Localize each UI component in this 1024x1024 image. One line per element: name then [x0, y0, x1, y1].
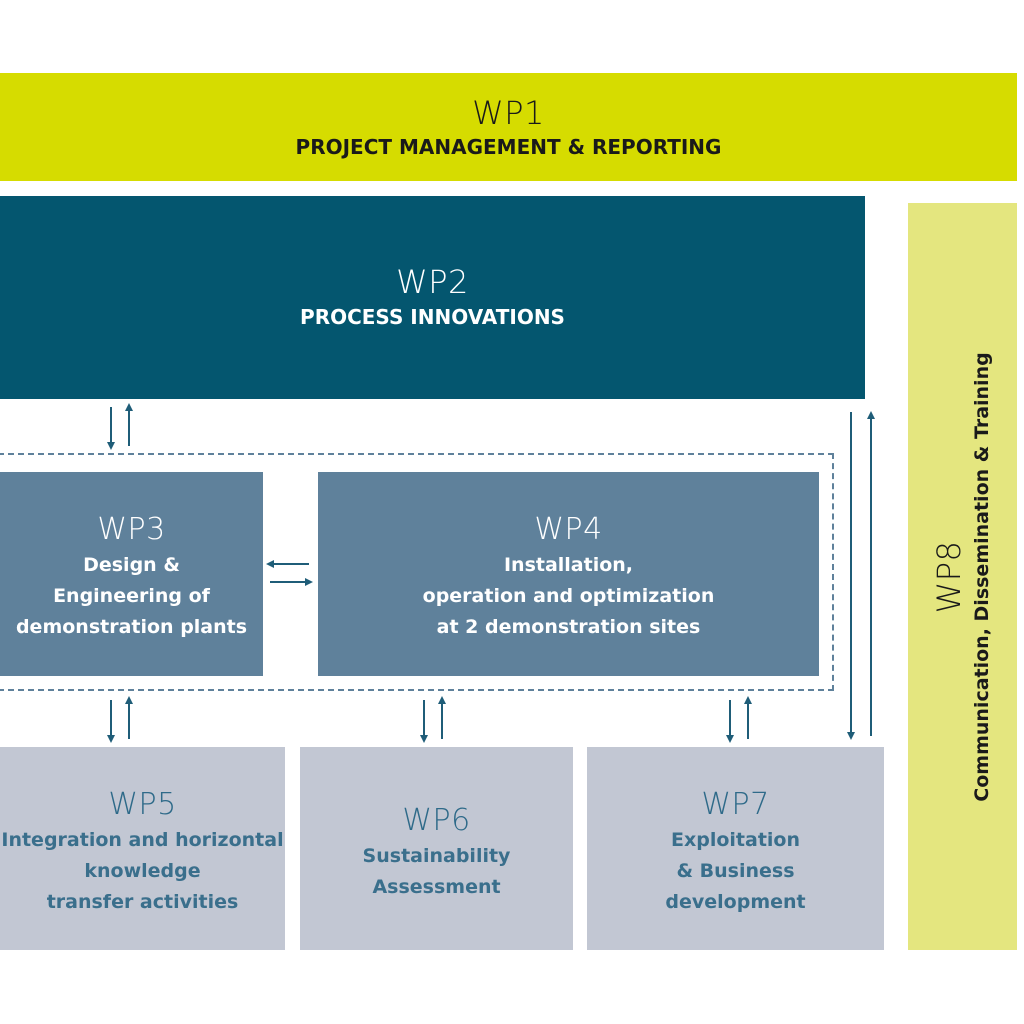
- wp3-line-3: demonstration plants: [15, 616, 248, 638]
- wp2-code: WP2: [396, 263, 469, 301]
- wp6-code: WP6: [402, 803, 471, 838]
- wp7-line-3: development: [665, 891, 806, 913]
- wp4-line-2: operation and optimization: [422, 585, 715, 607]
- wp2-title: PROCESS INNOVATIONS: [300, 305, 565, 329]
- wp3-box: WP3 Design & Engineering of demonstratio…: [0, 472, 263, 676]
- wp5-line-3: transfer activities: [46, 891, 239, 913]
- wp3-code: WP3: [97, 512, 166, 547]
- wp6-box: WP6 Sustainability Assessment: [300, 747, 573, 950]
- wp7-code: WP7: [701, 787, 770, 822]
- wp1-title: PROJECT MANAGEMENT & REPORTING: [295, 135, 722, 159]
- wp4-line-3: at 2 demonstration sites: [436, 616, 701, 638]
- wp4-box: WP4 Installation, operation and optimiza…: [318, 472, 819, 676]
- wp4-code: WP4: [534, 512, 603, 547]
- wp7-line-1: Exploitation: [671, 829, 800, 851]
- wp4-line-1: Installation,: [503, 554, 634, 576]
- wp8-box: WP8 Communication, Dissemination & Train…: [908, 203, 1017, 950]
- wp2-box: WP2 PROCESS INNOVATIONS: [0, 196, 865, 399]
- wp3-line-2: Engineering of: [53, 585, 210, 607]
- wp3-line-1: Design &: [83, 554, 180, 576]
- wp1-box: WP1 PROJECT MANAGEMENT & REPORTING: [0, 73, 1017, 181]
- wp6-line-2: Assessment: [372, 876, 501, 898]
- wp5-line-2: knowledge: [84, 860, 201, 882]
- wp7-box: WP7 Exploitation & Business development: [587, 747, 884, 950]
- wp1-code: WP1: [472, 94, 545, 132]
- wp5-box: WP5 Integration and horizontal knowledge…: [0, 747, 285, 950]
- wp6-line-1: Sustainability: [362, 845, 511, 867]
- wp5-line-1: Integration and horizontal: [1, 829, 284, 851]
- wp5-code: WP5: [108, 787, 177, 822]
- wp7-line-2: & Business: [676, 860, 795, 882]
- demonstration-group-frame: [0, 453, 834, 691]
